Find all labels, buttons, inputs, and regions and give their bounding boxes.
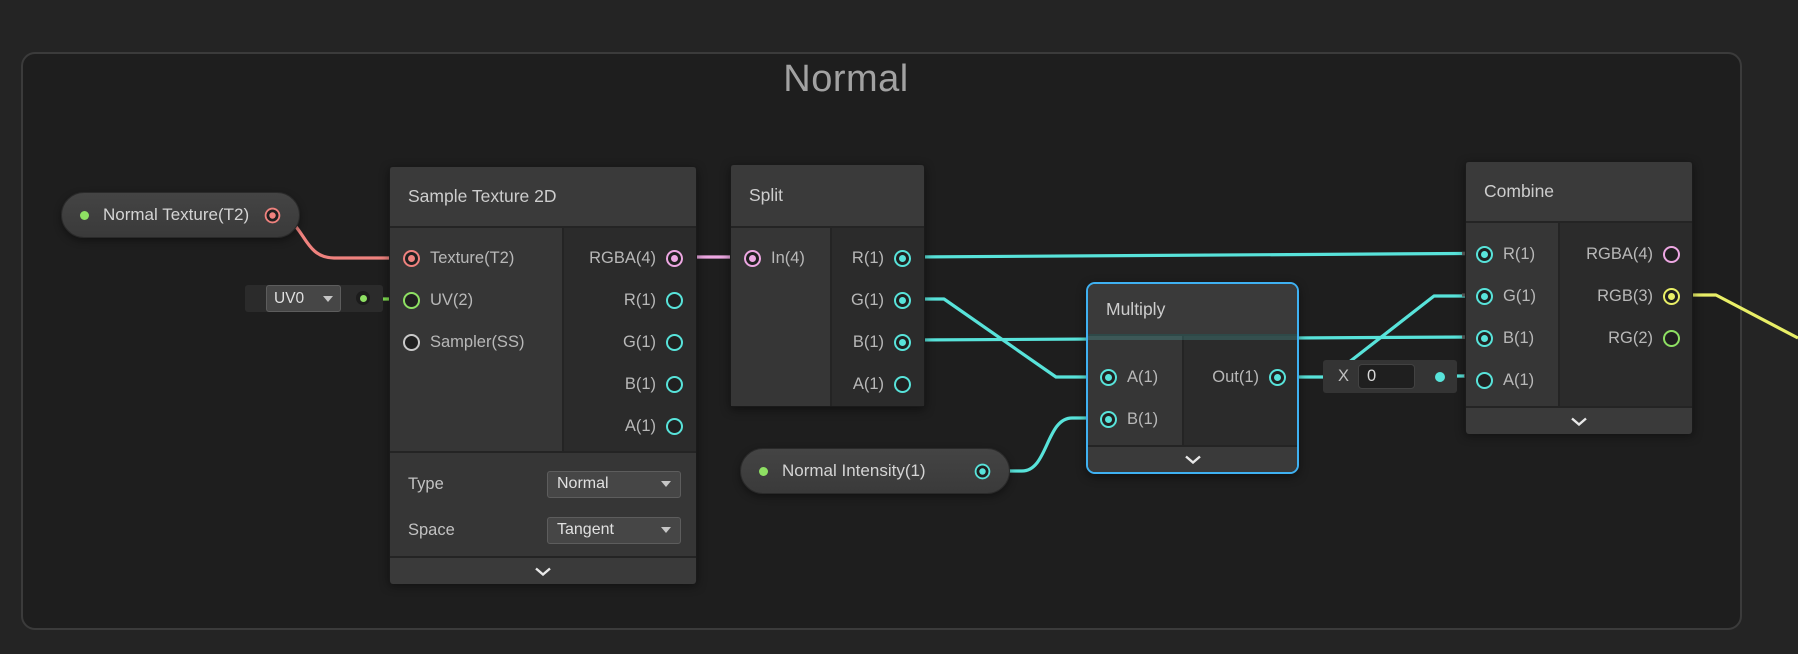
- chevron-down-icon: [1184, 455, 1201, 464]
- port-g-output[interactable]: [666, 333, 683, 351]
- space-dropdown[interactable]: Tangent: [547, 516, 681, 544]
- collapse-chevron-bar[interactable]: [1466, 406, 1692, 434]
- port-row: B(1): [832, 321, 924, 363]
- node-title-sample-texture-2d[interactable]: Sample Texture 2D: [390, 167, 696, 228]
- port-row: RGBA(4): [1560, 233, 1692, 275]
- port-out-output[interactable]: [1269, 368, 1286, 386]
- edge-multiply-out-to-combine-g[interactable]: [1281, 294, 1474, 379]
- exposed-property-dot: [759, 466, 768, 476]
- port-row: B(1): [564, 363, 696, 405]
- group-title: Normal: [783, 58, 909, 100]
- port-rg-output[interactable]: [1663, 329, 1680, 347]
- port-row: B(1): [1466, 317, 1558, 359]
- port-row: B(1): [1088, 398, 1182, 440]
- port-g-output[interactable]: [894, 291, 911, 309]
- port-row: G(1): [564, 321, 696, 363]
- port-b-input[interactable]: [1476, 329, 1493, 347]
- edge-split-r-to-combine-r[interactable]: [911, 251, 1474, 259]
- port-row: UV(2): [390, 279, 562, 321]
- port-sampler-input[interactable]: [403, 333, 420, 351]
- port-row: RGB(3): [1560, 275, 1692, 317]
- default-value-connector-dot: [356, 291, 370, 305]
- collapse-chevron-bar[interactable]: [390, 556, 696, 584]
- node-multiply[interactable]: Multiply A(1) B(1) Out(1): [1086, 282, 1299, 474]
- x-value-input[interactable]: [1358, 364, 1416, 389]
- port-row: A(1): [832, 363, 924, 405]
- port-a-input[interactable]: [1100, 368, 1117, 386]
- port-rgb-output[interactable]: [1663, 287, 1680, 305]
- port-row: A(1): [564, 405, 696, 447]
- port-row: R(1): [564, 279, 696, 321]
- port-row: A(1): [1466, 359, 1558, 401]
- port-texture-input[interactable]: [403, 249, 420, 267]
- port-row: Out(1): [1184, 356, 1297, 398]
- edge-combine-rgb-out[interactable]: [1681, 293, 1798, 340]
- node-title-combine[interactable]: Combine: [1466, 162, 1692, 223]
- property-pill-normal-intensity[interactable]: Normal Intensity(1): [740, 448, 1010, 494]
- node-controls: Type Normal Space Tangent: [390, 451, 696, 556]
- port-g-input[interactable]: [1476, 287, 1493, 305]
- node-title-multiply[interactable]: Multiply: [1088, 284, 1297, 334]
- port-row: R(1): [832, 237, 924, 279]
- uv-channel-dropdown[interactable]: UV0: [266, 285, 341, 312]
- port-r-output[interactable]: [894, 249, 911, 267]
- port-row: RG(2): [1560, 317, 1692, 359]
- edge-intensity-to-multiply-b[interactable]: [986, 416, 1099, 473]
- port-b-input[interactable]: [1100, 410, 1117, 428]
- port-row: Texture(T2): [390, 237, 562, 279]
- property-pill-normal-texture[interactable]: Normal Texture(T2): [61, 192, 300, 238]
- port-row: G(1): [832, 279, 924, 321]
- port-normal-intensity-output[interactable]: [974, 463, 991, 479]
- float-default-widget: X: [1323, 360, 1457, 393]
- port-row: In(4): [731, 237, 830, 279]
- exposed-property-dot: [80, 210, 89, 220]
- default-value-connector-dot: [1435, 371, 1445, 382]
- port-b-output[interactable]: [894, 333, 911, 351]
- port-in-input[interactable]: [744, 249, 761, 267]
- port-uv-input[interactable]: [403, 291, 420, 309]
- collapse-chevron-bar[interactable]: [1088, 445, 1297, 472]
- uv-channel-widget: UV0: [245, 285, 383, 312]
- node-title-split[interactable]: Split: [731, 165, 924, 228]
- port-b-output[interactable]: [666, 375, 683, 393]
- chevron-down-icon: [323, 295, 333, 302]
- port-a-input[interactable]: [1476, 371, 1493, 389]
- port-r-input[interactable]: [1476, 245, 1493, 263]
- port-row: Sampler(SS): [390, 321, 562, 363]
- chevron-down-icon: [535, 567, 551, 576]
- chevron-down-icon: [661, 527, 671, 533]
- port-row: RGBA(4): [564, 237, 696, 279]
- chevron-down-icon: [661, 481, 671, 487]
- type-dropdown[interactable]: Normal: [547, 470, 681, 498]
- port-rgba-output[interactable]: [666, 249, 683, 267]
- port-rgba-output[interactable]: [1663, 245, 1680, 263]
- port-row: A(1): [1088, 356, 1182, 398]
- port-row: G(1): [1466, 275, 1558, 317]
- chevron-down-icon: [1571, 417, 1587, 426]
- port-row: R(1): [1466, 233, 1558, 275]
- node-split[interactable]: Split In(4) R(1) G(1) B(1): [730, 164, 925, 407]
- port-a-output[interactable]: [666, 417, 683, 435]
- port-a-output[interactable]: [894, 375, 911, 393]
- port-r-output[interactable]: [666, 291, 683, 309]
- port-normal-texture-output[interactable]: [264, 207, 281, 223]
- node-combine[interactable]: Combine R(1) G(1) B(1) A(1): [1465, 161, 1693, 434]
- node-sample-texture-2d[interactable]: Sample Texture 2D Texture(T2) UV(2) Samp…: [389, 166, 697, 584]
